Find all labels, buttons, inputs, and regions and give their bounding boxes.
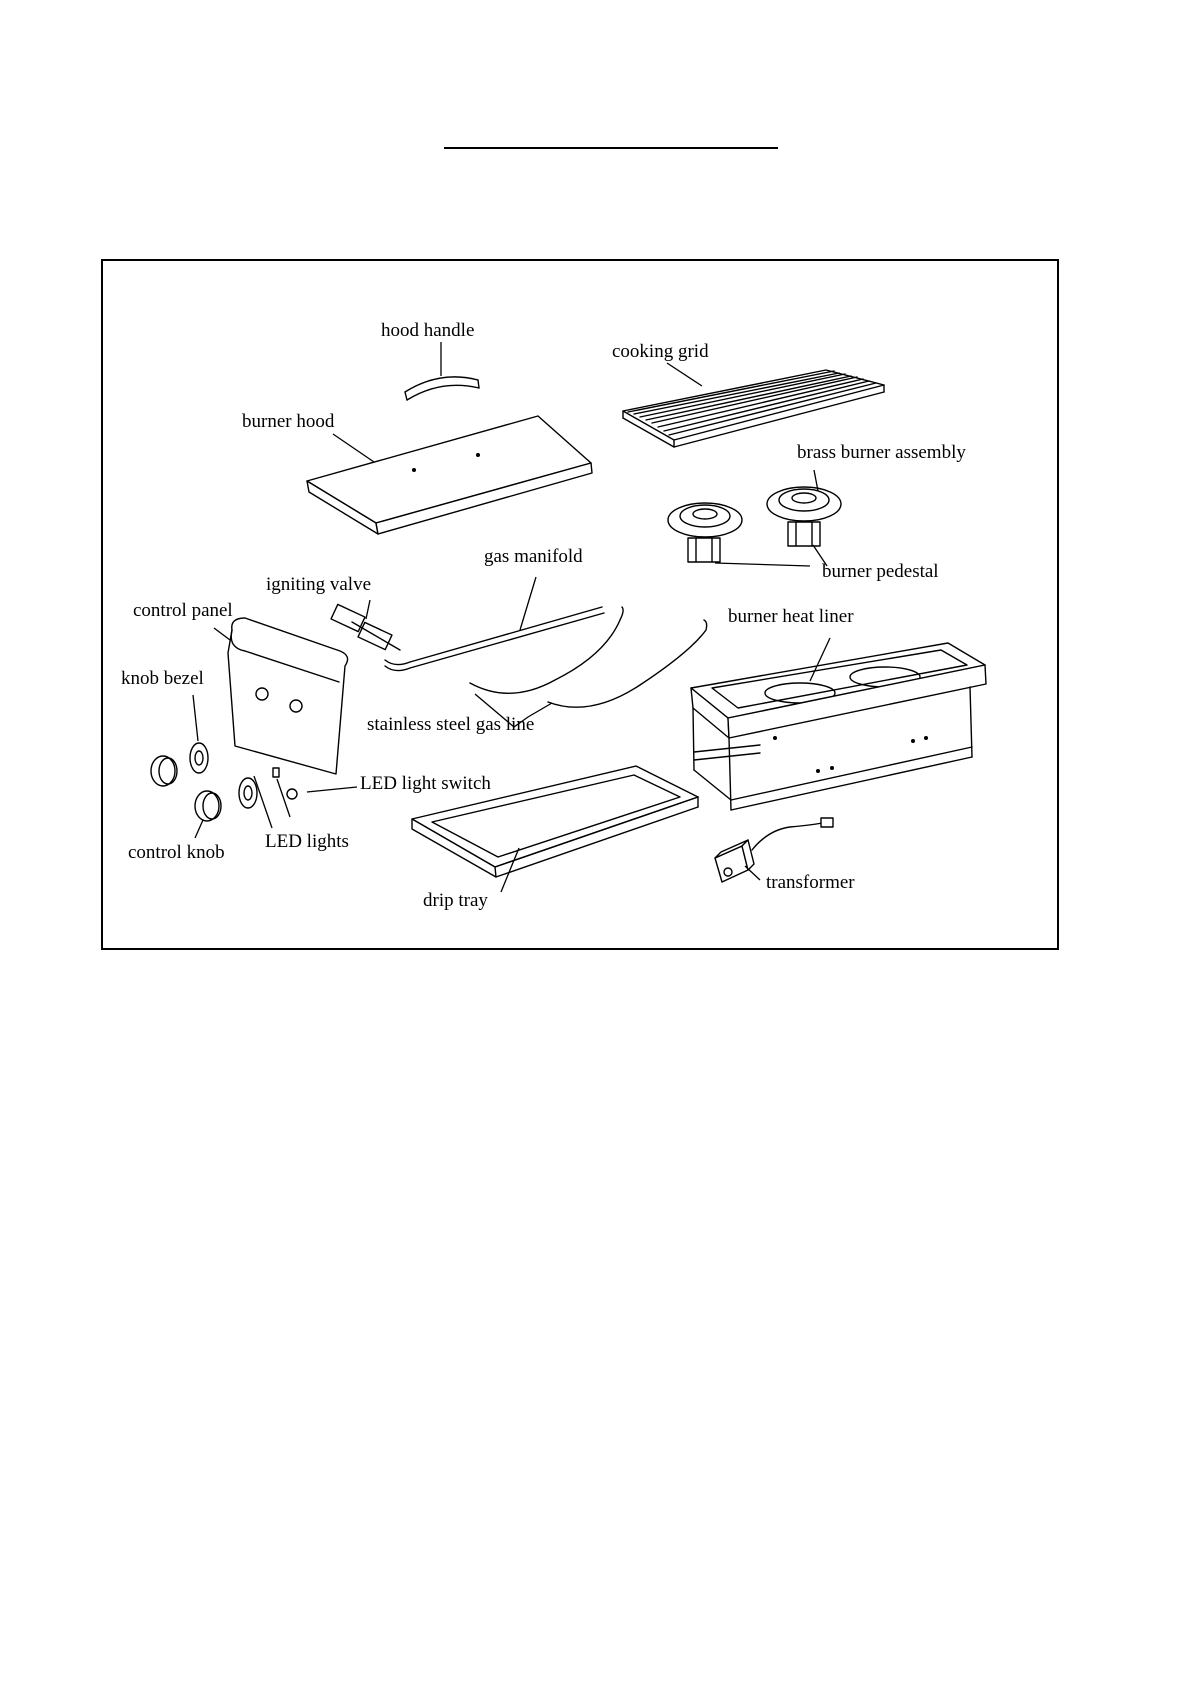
brass-burner-right [767,487,841,546]
brass-burner-left [668,503,742,562]
label-stainless-steel-gas-line: stainless steel gas line [367,714,534,735]
label-burner-hood: burner hood [242,411,335,432]
label-led-light-switch: LED light switch [360,773,491,794]
label-brass-burner-assembly: brass burner assembly [797,442,966,463]
label-burner-heat-liner: burner heat liner [728,606,854,627]
label-led-lights: LED lights [265,831,349,852]
led-light-parts [273,768,297,799]
label-igniting-valve: igniting valve [266,574,371,595]
stainless-steel-gas-line-part [470,607,707,707]
cooking-grid-part [623,370,884,447]
label-knob-bezel: knob bezel [121,668,204,689]
label-gas-manifold: gas manifold [484,546,583,567]
hood-handle-part [405,377,479,400]
label-drip-tray: drip tray [423,890,488,911]
igniting-valve-part [331,604,400,650]
label-hood-handle: hood handle [381,320,474,341]
burner-heat-liner-part [691,643,986,810]
control-knob-parts [151,756,221,821]
label-control-panel: control panel [133,600,233,621]
label-transformer: transformer [766,872,855,893]
label-cooking-grid: cooking grid [612,341,709,362]
burner-hood-part [307,416,592,534]
gas-manifold-part [385,607,604,671]
label-control-knob: control knob [128,842,225,863]
control-panel-part [228,618,348,774]
label-burner-pedestal: burner pedestal [822,561,939,582]
